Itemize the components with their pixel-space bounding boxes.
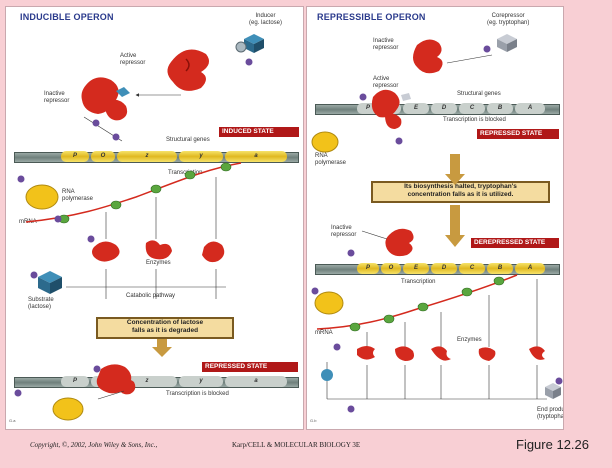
active-repressor-icon-right [371, 89, 411, 129]
transcription-label: Transcription [168, 170, 203, 176]
precursor-icon [321, 369, 333, 381]
gene-segment-p: P [61, 151, 89, 162]
repressed-state-bar-left: REPRESSED STATE [202, 362, 298, 372]
transcription-blocked-label-right: Transcription is blocked [443, 117, 506, 123]
active-repressor-label: Active repressor [120, 53, 146, 66]
inactive-repressor-icon [81, 77, 130, 121]
gene-segment-y: y [179, 151, 223, 162]
mrna-strand-right [316, 274, 518, 330]
active-repressor-label-right: Active repressor [373, 76, 399, 89]
inducer-label: Inducer (eg. lactose) [249, 13, 283, 26]
figure-label: Figure 12.26 [516, 437, 589, 452]
gene-segment-p: P [357, 263, 379, 274]
inactive-repressor-label-right: Inactive repressor [373, 38, 399, 51]
biosynthesis-box: Its biosynthesis halted, tryptophan's co… [371, 181, 550, 203]
gene-segment-e: E [403, 263, 429, 274]
substrate-label: Substrate (lactose) [28, 297, 54, 310]
gene-segment-b-top: B [487, 103, 513, 114]
active-repressor-icon [167, 49, 210, 91]
rna-polymerase-icon-right [311, 131, 339, 153]
substrate-icon [38, 271, 62, 294]
down-arrow-right-top [445, 154, 465, 185]
gene-segment-d: D [431, 263, 457, 274]
ribosome-icons-right [349, 276, 505, 332]
induced-state-bar: INDUCED STATE [219, 127, 299, 137]
gene-segment-a: A [515, 263, 545, 274]
repressible-title: REPRESSIBLE OPERON [317, 12, 426, 22]
transcription-blocked-label-left: Transcription is blocked [166, 391, 229, 397]
repressible-illustration [311, 34, 563, 413]
copyright-text: Copyright, ©, 2002, John Wiley & Sons, I… [30, 441, 158, 449]
gene-segment-p-bottom: P [61, 376, 89, 387]
corepressor-label: Corepressor (eg. tryptophan) [487, 13, 530, 26]
inducible-title: INDUCIBLE OPERON [20, 12, 114, 22]
mrna-label-right: mRNA [315, 330, 333, 336]
repressed-state-bar-right: REPRESSED STATE [477, 129, 559, 139]
rna-polymerase-label-right: RNA polymerase [315, 153, 347, 166]
rna-polymerase-blocked-icon [52, 397, 84, 421]
rna-polymerase-label: RNA polymerase [62, 189, 94, 202]
gene-segment-p-top: P [357, 103, 379, 114]
bound-repressor-icon [96, 364, 136, 395]
gene-segment-y-bottom: y [179, 376, 223, 387]
structural-genes-label-right: Structural genes [457, 91, 501, 97]
inactive-repressor-label-2: Inactive repressor [331, 225, 357, 238]
inducible-operon-panel: INDUCIBLE OPERON Inducer (eg. lactose) A… [5, 6, 304, 430]
gene-segment-b: B [487, 263, 513, 274]
inducible-illustration [14, 34, 264, 421]
rna-polymerase-bound-icon [314, 291, 344, 315]
down-arrow-left [152, 339, 172, 357]
corepressor-icon [497, 34, 517, 52]
derepressed-state-bar: DEREPRESSED STATE [471, 238, 559, 248]
enzyme-icons-right [357, 346, 545, 361]
enzymes-label: Enzymes [146, 260, 171, 266]
enzymes-label-right: Enzymes [457, 337, 482, 343]
concentration-box: Concentration of lactose falls as it is … [96, 317, 234, 339]
catabolic-pathway-label: Catabolic pathway [126, 293, 176, 299]
down-arrow-right-mid [445, 205, 465, 247]
end-product-icon [545, 383, 561, 399]
gene-segment-c-top: C [459, 103, 485, 114]
gene-segment-c: C [459, 263, 485, 274]
gene-segment-a-bottom: a [225, 376, 287, 387]
gene-segment-z: z [117, 151, 177, 162]
credit-b: G.b [310, 418, 317, 423]
gene-segment-o: O [91, 151, 115, 162]
book-title: Karp/CELL & MOLECULAR BIOLOGY 3E [232, 441, 361, 449]
repressible-operon-panel: REPRESSIBLE OPERON Corepressor (eg. tryp… [306, 6, 564, 430]
mrna-strand [25, 162, 242, 223]
rna-polymerase-icon [25, 184, 59, 210]
inactive-repressor-icon-2 [385, 228, 414, 257]
gene-segment-a: a [225, 151, 287, 162]
gene-segment-d-top: D [431, 103, 457, 114]
inducer-icon [235, 34, 264, 53]
structural-genes-label: Structural genes [166, 137, 210, 143]
credit-a: G.a [9, 418, 16, 423]
gene-segment-z-bottom: z [117, 376, 177, 387]
inactive-repressor-icon-right [413, 39, 443, 74]
ribosome-icons [58, 162, 232, 224]
inactive-repressor-label: Inactive repressor [44, 91, 70, 104]
gene-segment-a-top: A [515, 103, 545, 114]
end-product-label: End product (tryptophan) [537, 407, 564, 420]
gene-segment-o: O [381, 263, 401, 274]
enzyme-icons [92, 240, 225, 263]
transcription-label-right: Transcription [401, 279, 436, 285]
gene-segment-e-top: E [403, 103, 429, 114]
